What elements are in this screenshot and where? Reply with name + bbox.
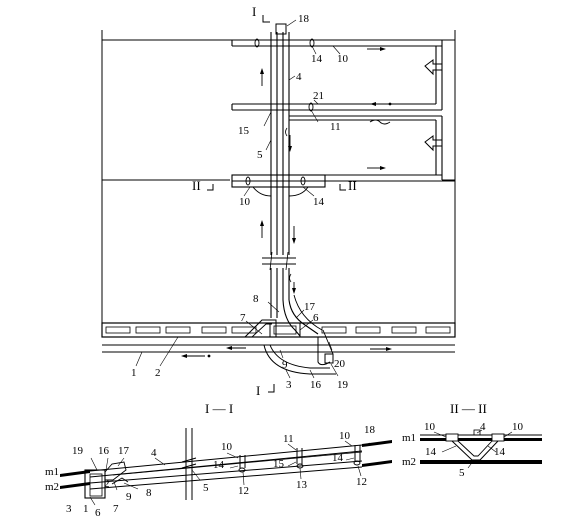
sublevel-roadway-lower: [207, 174, 455, 197]
sec1-seam-m1: m1: [45, 466, 59, 478]
sec1-label-17: 17: [118, 445, 130, 457]
main-roadway-1: [101, 322, 456, 338]
label-15: 15: [238, 125, 250, 137]
label-21: 21: [313, 90, 324, 102]
section-ii-title: II — II: [450, 401, 487, 416]
sec1-label-9: 9: [126, 491, 132, 503]
sec2-label-10a: 10: [424, 421, 436, 433]
sublevel-roadway-top: [231, 38, 443, 110]
inclined-arrows: [260, 68, 296, 294]
label-14-lower: 14: [313, 196, 325, 208]
sec2-label-4: 4: [480, 421, 486, 433]
sec1-label-13: 13: [296, 479, 308, 491]
label-9: 9: [282, 359, 288, 371]
main-roadway-2-blocks: [105, 326, 451, 334]
label-11: 11: [330, 121, 341, 133]
section-mark-ii-left: II: [192, 178, 201, 193]
section-ii-ii: II — II m1 m2 10 4 10 14 14 5: [402, 401, 542, 479]
section-mark-i-top: I: [252, 4, 256, 19]
label-20: 20: [334, 358, 346, 370]
label-6: 6: [313, 312, 319, 324]
label-1: 1: [131, 367, 137, 379]
label-5: 5: [257, 149, 263, 161]
sec1-label-11: 11: [283, 433, 294, 445]
sec1-label-4: 4: [151, 447, 157, 459]
label-17: 17: [304, 301, 316, 313]
section-mark-i-bottom: I: [256, 383, 260, 398]
section-mark-ii-right: II: [348, 178, 357, 193]
label-14-top: 14: [311, 53, 323, 65]
sec1-label-14b: 14: [332, 452, 344, 464]
bottom-junction: [244, 15, 336, 393]
main-roadway-arrows: [181, 346, 392, 358]
sec1-label-10a: 10: [221, 441, 233, 453]
label-10-lower: 10: [239, 196, 251, 208]
label-19: 19: [337, 379, 349, 391]
label-8: 8: [253, 293, 259, 305]
sec1-label-14a: 14: [213, 459, 225, 471]
sec1-label-18: 18: [364, 424, 376, 436]
sec1-label-16: 16: [98, 445, 110, 457]
sec1-label-2: 2: [104, 478, 110, 490]
label-18: 18: [298, 13, 310, 25]
section-i-title: I — I: [205, 401, 233, 416]
sublevel-roadway-middle: [231, 102, 443, 180]
sec2-label-10b: 10: [512, 421, 524, 433]
item-18-box: [275, 23, 287, 35]
leader-lines: [135, 19, 341, 379]
sec1-label-19: 19: [72, 445, 84, 457]
label-16: 16: [310, 379, 322, 391]
label-7: 7: [240, 312, 246, 324]
sec2-seam-m2: m2: [402, 456, 416, 468]
sec1-label-12b: 12: [356, 476, 367, 488]
label-10-top: 10: [337, 53, 349, 65]
sec2-label-14b: 14: [494, 446, 506, 458]
sec1-label-7: 7: [113, 503, 119, 515]
sec1-label-10b: 10: [339, 430, 351, 442]
label-4: 4: [296, 71, 302, 83]
plan-view: I I II II 18 14 10 4 21 11 15 5 10 14 8 …: [101, 4, 456, 398]
sec1-label-12a: 12: [238, 485, 249, 497]
sec2-label-5: 5: [459, 467, 465, 479]
label-3: 3: [286, 379, 292, 391]
section-i-i: I — I: [45, 401, 392, 519]
sec1-label-8: 8: [146, 487, 152, 499]
inclined-roadways: [262, 32, 323, 337]
plan-labels: I I II II 18 14 10 4 21 11 15 5 10 14 8 …: [131, 4, 357, 398]
sec1-seam-m2: m2: [45, 481, 59, 493]
label-2: 2: [155, 367, 161, 379]
sec1-label-5: 5: [203, 482, 209, 494]
sec1-label-3: 3: [66, 503, 72, 515]
sec2-seam-m1: m1: [402, 432, 416, 444]
sec1-label-15: 15: [273, 458, 285, 470]
sec2-label-14a: 14: [425, 446, 437, 458]
sec1-label-6: 6: [95, 507, 101, 519]
sec1-label-1: 1: [83, 503, 89, 515]
